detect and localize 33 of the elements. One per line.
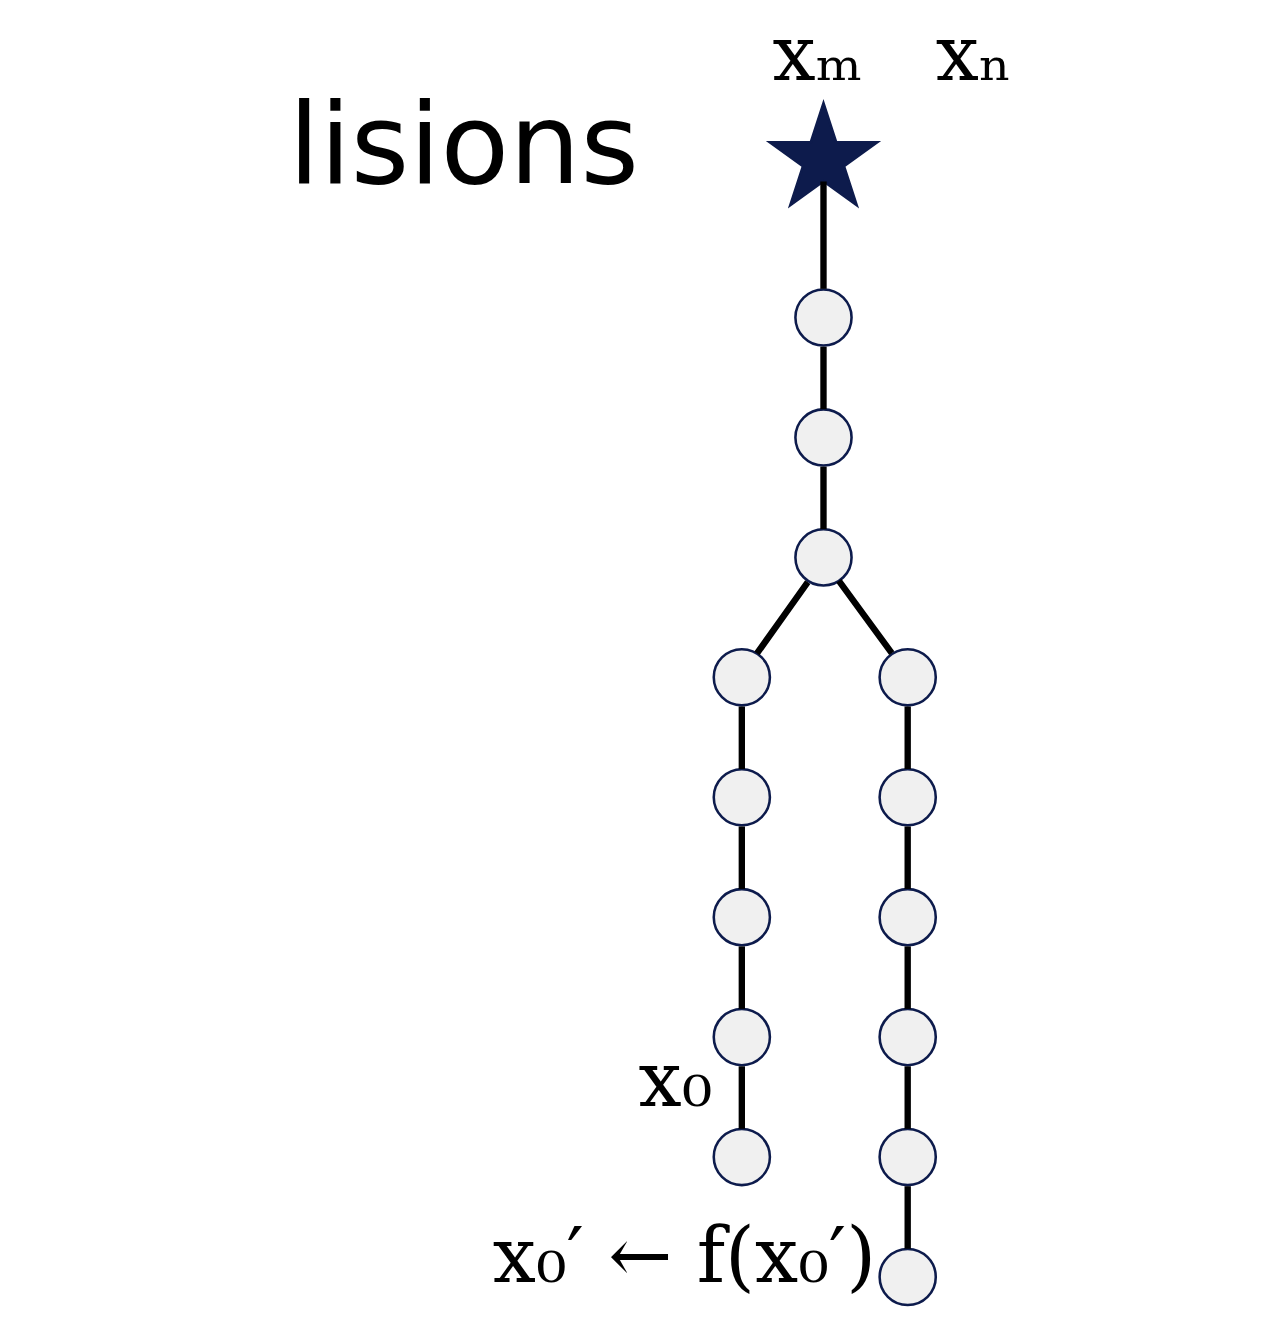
node-circle — [712, 1007, 771, 1067]
node-circle — [877, 767, 937, 827]
node-circle — [712, 647, 771, 707]
node-label: x₀ — [638, 1035, 712, 1124]
node-label: x₀′ ← f(x₀′) — [492, 1211, 876, 1301]
node-circle — [793, 288, 853, 347]
node-star — [765, 99, 881, 209]
node-label: xₘ xₙ — [772, 9, 1012, 99]
connector — [904, 826, 911, 889]
connector — [819, 181, 827, 289]
connector — [738, 1066, 745, 1129]
node-circle — [877, 1127, 937, 1187]
connector — [904, 946, 911, 1009]
connector — [819, 466, 827, 530]
node-circle — [877, 647, 937, 707]
node-circle — [793, 408, 853, 467]
connector — [738, 826, 745, 889]
node-circle — [877, 1247, 937, 1307]
node-circle — [712, 767, 771, 827]
node-circle — [877, 1007, 937, 1067]
connector — [753, 580, 810, 656]
node-circle — [877, 887, 937, 947]
node-circle — [712, 1127, 771, 1187]
connector — [738, 946, 745, 1009]
label: lisions — [287, 78, 639, 209]
node-circle — [712, 887, 771, 947]
connector — [835, 579, 894, 655]
connector — [904, 706, 911, 769]
connector — [904, 1186, 911, 1249]
connector — [819, 346, 827, 410]
connector — [738, 706, 745, 769]
node-circle — [793, 528, 853, 587]
connector — [904, 1066, 911, 1129]
